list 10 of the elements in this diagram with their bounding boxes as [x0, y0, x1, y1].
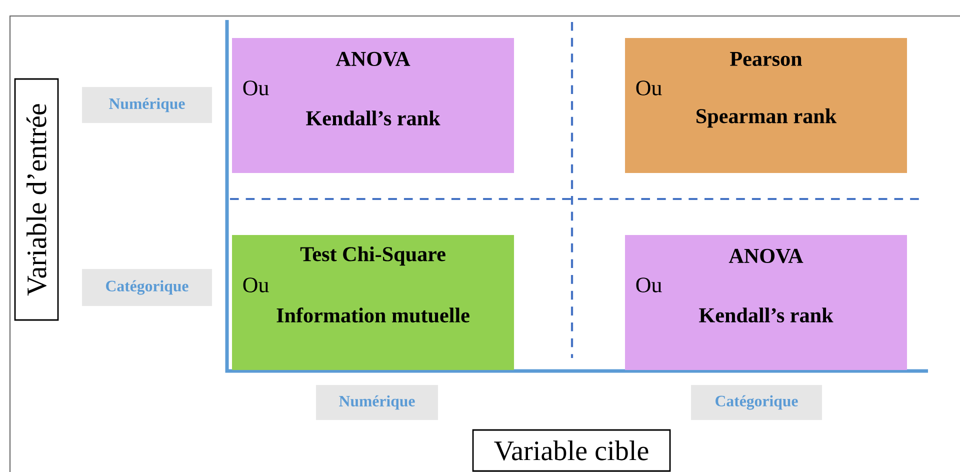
category-label: Numérique: [82, 87, 212, 123]
method-box: ANOVA Ou Kendall’s rank: [232, 38, 514, 173]
axis-title: Variable d’entrée: [14, 78, 59, 321]
category-label: Catégorique: [82, 269, 212, 306]
method-box: Test Chi-Square Ou Information mutuelle: [232, 235, 514, 370]
method-box: ANOVA Ou Kendall’s rank: [625, 235, 908, 370]
axis-title: Variable cible: [472, 429, 671, 472]
category-label: Catégorique: [691, 385, 822, 420]
method-box: Pearson Ou Spearman rank: [625, 38, 908, 173]
category-label: Numérique: [316, 385, 438, 420]
